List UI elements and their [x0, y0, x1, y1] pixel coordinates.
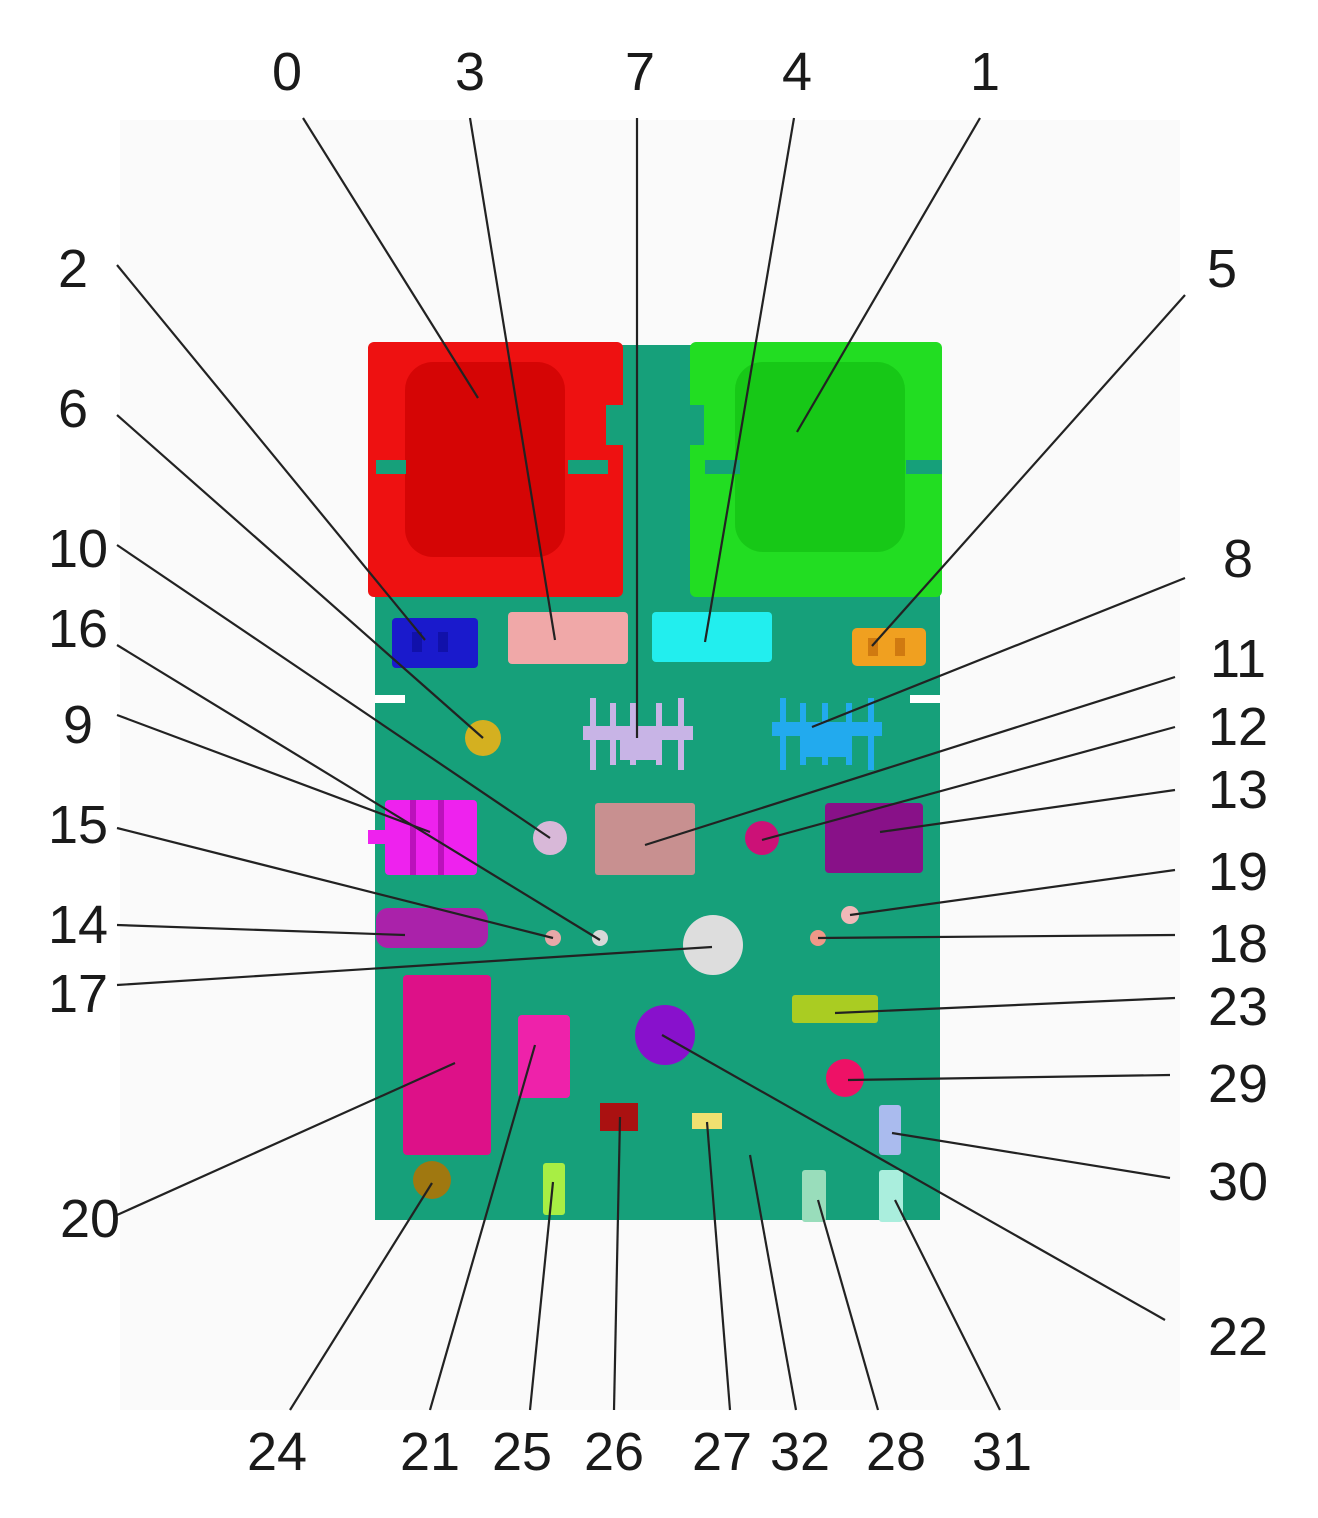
label-7: 7	[625, 42, 655, 102]
leader-6	[116, 414, 484, 739]
leader-11	[644, 675, 1176, 847]
leader-24	[289, 1182, 433, 1411]
label-0: 0	[272, 42, 302, 102]
label-25: 25	[492, 1422, 552, 1482]
component-20	[403, 975, 491, 1155]
leader-23	[834, 996, 1176, 1015]
label-3: 3	[455, 42, 485, 102]
leader-29	[847, 1073, 1171, 1082]
label-14: 14	[48, 895, 108, 955]
label-21: 21	[400, 1422, 460, 1482]
component-1	[690, 342, 942, 597]
leader-5	[871, 294, 1186, 647]
component-0	[368, 342, 624, 597]
leader-27	[705, 1121, 732, 1411]
leader-8	[811, 576, 1186, 729]
component-8	[772, 698, 882, 770]
leader-13	[879, 788, 1176, 834]
board-notch-left	[375, 695, 405, 703]
component-31	[879, 1170, 903, 1222]
leader-15	[116, 826, 554, 940]
label-23: 23	[1208, 977, 1268, 1037]
component-5	[852, 628, 926, 666]
leader-28	[816, 1199, 880, 1411]
leader-3	[468, 117, 557, 641]
leader-2	[116, 264, 426, 641]
component-7	[583, 698, 693, 770]
label-15: 15	[48, 795, 108, 855]
label-19: 19	[1208, 842, 1268, 902]
label-13: 13	[1208, 760, 1268, 820]
label-32: 32	[770, 1422, 830, 1482]
component-24	[413, 1161, 451, 1199]
leader-21	[428, 1044, 537, 1411]
component-22	[635, 1005, 695, 1065]
leader-20	[116, 1061, 456, 1217]
leader-lines	[116, 117, 1186, 1411]
label-1: 1	[970, 42, 1000, 102]
leader-12	[761, 725, 1176, 842]
leader-26	[612, 1116, 622, 1411]
label-28: 28	[866, 1422, 926, 1482]
leader-32	[748, 1154, 798, 1411]
label-10: 10	[48, 519, 108, 579]
component-4	[652, 612, 772, 662]
label-11: 11	[1210, 629, 1266, 689]
label-4: 4	[782, 42, 812, 102]
component-29	[826, 1059, 864, 1097]
label-24: 24	[247, 1422, 307, 1482]
label-6: 6	[58, 379, 88, 439]
leader-30	[891, 1131, 1171, 1180]
component-3	[508, 612, 628, 664]
leader-10	[116, 544, 551, 839]
leader-18	[817, 933, 1176, 940]
leader-25	[528, 1181, 555, 1411]
leader-16	[116, 644, 601, 941]
component-23	[792, 995, 878, 1023]
component-14	[376, 908, 488, 948]
component-21	[518, 1015, 570, 1098]
leader-0	[302, 117, 479, 399]
leader-1	[796, 117, 981, 433]
label-31: 31	[972, 1422, 1032, 1482]
leader-9	[116, 713, 431, 834]
component-17	[683, 915, 743, 975]
label-26: 26	[584, 1422, 644, 1482]
component-30	[879, 1105, 901, 1155]
label-17: 17	[48, 964, 108, 1024]
label-20: 20	[60, 1189, 120, 1249]
leader-22	[661, 1034, 1166, 1321]
label-18: 18	[1208, 914, 1268, 974]
label-9: 9	[63, 695, 93, 755]
component-25	[543, 1163, 565, 1215]
label-8: 8	[1223, 529, 1253, 589]
label-2: 2	[58, 239, 88, 299]
leader-31	[894, 1199, 1001, 1411]
leader-19	[849, 868, 1176, 917]
label-27: 27	[692, 1422, 752, 1482]
callout-labels: 0 3 7 4 1 2 6 10 16 9 15 14 17 20 5 8 11…	[48, 42, 1268, 1482]
component-11	[595, 803, 695, 875]
label-16: 16	[48, 599, 108, 659]
label-12: 12	[1208, 697, 1268, 757]
label-22: 22	[1208, 1307, 1268, 1367]
component-2	[392, 618, 478, 668]
component-12	[745, 821, 779, 855]
leader-17	[116, 945, 713, 987]
label-5: 5	[1207, 239, 1237, 299]
component-27	[692, 1113, 722, 1129]
leader-4	[703, 117, 796, 643]
leader-14	[116, 923, 406, 937]
component-13	[825, 803, 923, 873]
board-notch-right	[910, 695, 940, 703]
label-29: 29	[1208, 1054, 1268, 1114]
label-30: 30	[1208, 1152, 1268, 1212]
component-9	[592, 930, 608, 946]
